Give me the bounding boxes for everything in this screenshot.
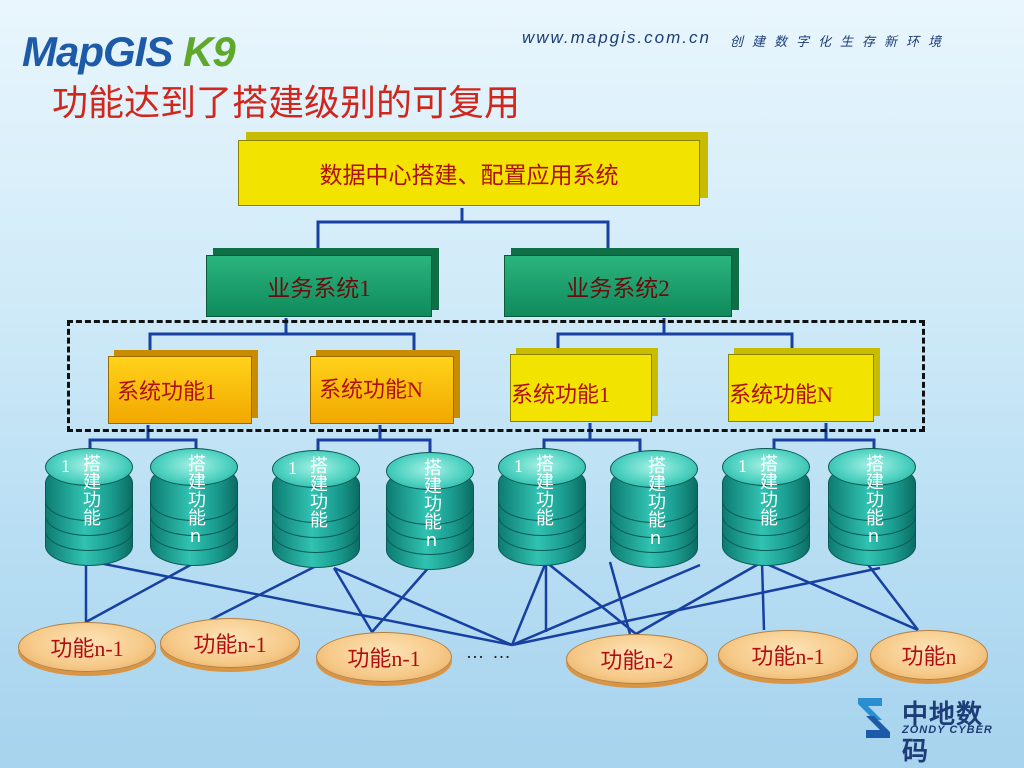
business-system-1-label: 业务系统1 [267,276,371,301]
build-function-number: 1 [61,456,70,476]
root-system-label: 数据中心搭建、配置应用系统 [319,163,619,188]
build-function-cylinder-3: 1 搭建功能 [272,450,360,570]
build-function-cylinder-8: 搭建功能n [828,448,916,568]
zondy-cyber-logo: 中地数码 ZONDY CYBER [852,690,1002,767]
slide-title: 功能达到了搭建级别的可复用 [52,83,521,124]
build-function-label: 搭建功能n [185,454,206,547]
business-system-2-label: 业务系统2 [566,276,670,301]
line-biz2-fn3 [556,318,666,353]
system-function-1a-label: 系统功能1 [117,379,217,404]
build-function-cylinder-2: 搭建功能n [150,448,238,568]
system-function-1a: 系统功能1 [108,356,252,424]
build-function-cylinder-6: 搭建功能n [610,450,698,570]
company-name-en: ZONDY CYBER [902,724,993,736]
function-oval-6-label: 功能n [901,644,957,669]
line-fn2-cyl2 [380,438,432,455]
website-url[interactable]: www.mapgis.com.cn [522,28,711,47]
mapgis-logo: MapGIS K9 [22,28,236,76]
business-system-2: 业务系统2 [504,255,732,317]
logo-main-text: MapGIS [22,28,173,75]
build-function-label: 搭建功能n [645,456,666,549]
company-name-cn: 中地数码 [902,700,984,767]
line-biz1-fn2 [286,332,416,355]
build-function-number: 1 [738,456,747,476]
build-function-cylinder-7: 1 搭建功能 [722,448,810,568]
function-oval-4: 功能n-2 [566,634,708,684]
build-function-cylinder-1: 1 搭建功能 [45,448,133,568]
business-system-1: 业务系统1 [206,255,432,317]
build-function-label: 搭建功能 [757,454,778,526]
function-oval-3: 功能n-1 [316,632,452,682]
logo-version-text: K9 [183,28,236,75]
line-biz1-fn1 [148,318,288,355]
function-oval-1-label: 功能n-1 [50,636,124,661]
function-oval-2: 功能n-1 [160,618,300,668]
ellipsis-text: … … [466,642,513,662]
build-function-label: 搭建功能 [533,454,554,526]
function-oval-5-label: 功能n-1 [751,644,825,669]
line-biz2-fn4 [664,332,794,353]
function-oval-4-label: 功能n-2 [600,648,674,673]
system-function-nb: 系统功能N [728,354,874,422]
line-fn2-cyl [316,425,382,455]
build-function-cylinder-4: 搭建功能n [386,452,474,572]
build-function-label: 搭建功能 [80,454,101,526]
build-function-label: 搭建功能n [863,454,884,547]
build-function-label: 搭建功能n [421,458,442,551]
system-function-nb-label: 系统功能N [729,382,833,407]
slogan: 创建数字化生存新环境 [730,35,951,50]
system-function-na: 系统功能N [310,356,454,424]
function-oval-2-label: 功能n-1 [193,632,267,657]
build-function-number: 1 [288,458,297,478]
function-oval-5: 功能n-1 [718,630,858,680]
system-function-group [67,320,925,432]
system-function-1b: 系统功能1 [510,354,652,422]
function-oval-1: 功能n-1 [18,622,156,672]
line-root-biz1 [316,208,464,248]
line-root-biz2 [462,220,610,248]
build-function-label: 搭建功能 [307,456,328,528]
function-oval-3-label: 功能n-1 [347,646,421,671]
build-function-cylinder-5: 1 搭建功能 [498,448,586,568]
build-function-number: 1 [514,456,523,476]
zondy-logo-icon [858,698,890,738]
system-function-1b-label: 系统功能1 [511,382,611,407]
root-system-box: 数据中心搭建、配置应用系统 [238,140,700,206]
function-oval-6: 功能n [870,630,988,680]
system-function-na-label: 系统功能N [319,377,423,402]
